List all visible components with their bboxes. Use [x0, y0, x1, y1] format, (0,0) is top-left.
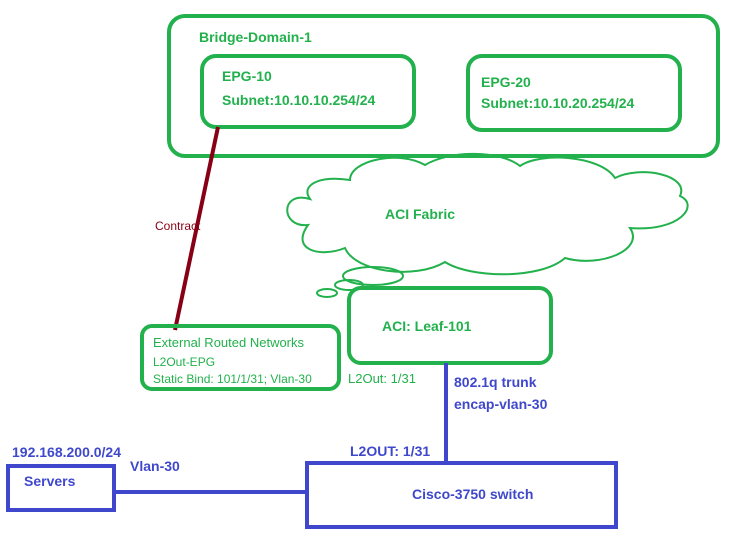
aci-fabric-cloud: [286, 152, 689, 276]
leaf-101-box: [347, 286, 553, 365]
epg-20-subnet: Subnet:10.10.20.254/24: [481, 95, 635, 111]
leaf-port-label: L2Out: 1/31: [348, 371, 416, 386]
contract-label: Contract: [155, 219, 201, 233]
fabric-bubble-medium: [334, 279, 364, 291]
static-bind-label: Static Bind: 101/1/31; Vlan-30: [153, 372, 312, 386]
epg-20-box: [466, 54, 682, 132]
epg-20-name: EPG-20: [481, 74, 531, 90]
epg-10-box: [200, 54, 416, 129]
external-routed-networks-box: [140, 324, 341, 391]
fabric-bubble-large: [342, 266, 404, 286]
vlan-label: Vlan-30: [130, 458, 180, 474]
encap-label: encap-vlan-30: [454, 396, 548, 412]
servers-label: Servers: [24, 473, 76, 489]
contract-line: [173, 126, 220, 331]
switch-port-label: L2OUT: 1/31: [350, 443, 430, 459]
epg-10-subnet: Subnet:10.10.10.254/24: [222, 92, 376, 108]
trunk-label: 802.1q trunk: [454, 374, 537, 390]
l2out-epg-label: L2Out-EPG: [153, 355, 215, 369]
external-routed-networks-title: External Routed Networks: [153, 335, 305, 350]
cisco-3750-switch-box: [305, 461, 618, 529]
epg-10-name: EPG-10: [222, 68, 272, 84]
aci-fabric-label: ACI Fabric: [385, 206, 455, 222]
servers-box: [6, 464, 116, 512]
leaf-101-label: ACI: Leaf-101: [382, 318, 472, 334]
servers-subnet-label: 192.168.200.0/24: [12, 444, 121, 460]
bridge-domain-label: Bridge-Domain-1: [199, 29, 312, 45]
cisco-3750-switch-label: Cisco-3750 switch: [412, 486, 533, 502]
fabric-bubble-small: [316, 288, 338, 298]
bridge-domain-box: [167, 14, 720, 158]
